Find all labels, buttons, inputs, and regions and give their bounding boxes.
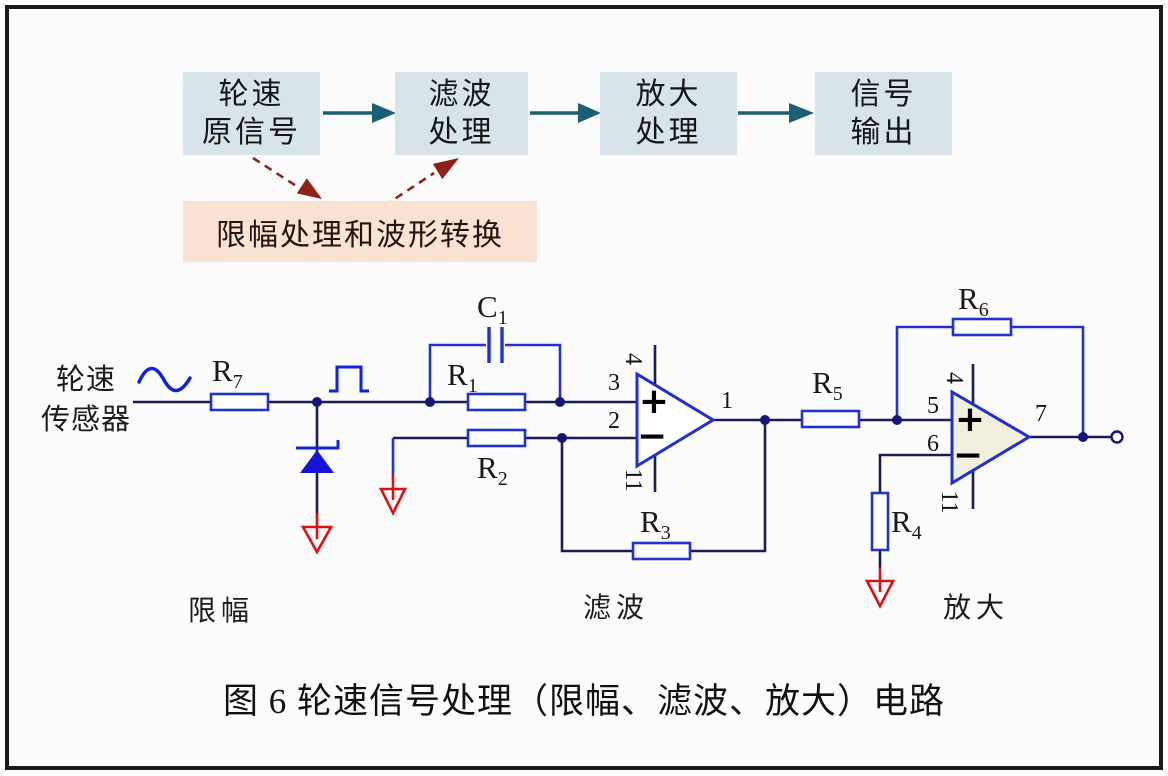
section-label-filter: 滤波: [583, 593, 650, 624]
dashed-arrow-line: [252, 156, 302, 191]
flow-box-line: 信号: [850, 77, 917, 111]
pulse-wave-icon: [329, 365, 369, 393]
zener-diode: [296, 440, 340, 473]
zener-anode-triangle: [300, 450, 334, 473]
flow-box-line: 处理: [428, 115, 495, 149]
resistor-r3: [631, 541, 692, 561]
junction-nodes: [312, 397, 1088, 443]
opamp2-triangle: [950, 389, 1032, 486]
output-terminal: [1110, 430, 1124, 444]
zener-cathode-bar: [296, 440, 340, 450]
capacitor-c1: [487, 327, 504, 363]
resistor-r2: [466, 428, 527, 448]
node-dot: [1078, 432, 1088, 442]
flow-box-output: 信号 输出: [815, 72, 952, 155]
flow-arrow-head: [578, 103, 601, 123]
note-box-label: 限幅处理和波形转换: [216, 218, 504, 252]
flow-box-amplify: 放大 处理: [600, 72, 737, 155]
flow-box-line: 输出: [850, 115, 917, 149]
node-dot: [892, 415, 902, 425]
opamp2-pin-plus-label: 5: [927, 393, 939, 419]
figure-caption: 图 6 轮速信号处理（限幅、滤波、放大）电路: [222, 682, 945, 721]
pin6-wire: [878, 453, 952, 494]
flow-arrow-head: [372, 103, 396, 123]
resistors: [209, 317, 1013, 561]
sensor-label-line: 轮速: [55, 364, 116, 396]
section-label-amplify: 放大: [943, 593, 1010, 624]
sine-wave-icon: [137, 366, 192, 393]
flow-box-line: 原信号: [202, 115, 301, 149]
opamp1-triangle: [635, 371, 716, 469]
node-dot: [312, 397, 322, 407]
opamp2-minus-sign: −: [952, 435, 984, 476]
resistor-r6: [951, 317, 1013, 337]
opamp1-pin-plus-label: 3: [608, 370, 620, 396]
label-r7: R7: [212, 353, 243, 394]
c1-loop-wire: [428, 343, 562, 402]
opamp2-pin-minus-label: 6: [927, 431, 939, 457]
note-box-limit-waveform: 限幅处理和波形转换: [183, 201, 537, 262]
label-r2: R2: [477, 450, 508, 491]
node-dot: [555, 397, 565, 407]
section-label-limit: 限幅: [188, 596, 255, 627]
dashed-arrow-head: [296, 178, 322, 199]
dashed-arrows: [252, 156, 459, 208]
opamp2-pin-bottom-label: 11: [936, 490, 962, 514]
label-r6: R6: [958, 281, 989, 322]
resistor-r7: [209, 392, 270, 412]
flow-box-filter: 滤波 处理: [395, 72, 528, 155]
flow-box-line: 轮速: [218, 77, 285, 111]
opamp1-pin-minus-label: 2: [608, 408, 620, 434]
resistor-r1: [466, 392, 527, 412]
flow-box-line: 处理: [635, 115, 702, 149]
opamp1-plus-sign: +: [638, 381, 670, 422]
sensor-label-line: 传感器: [40, 404, 131, 436]
sensor-label: 轮速 传感器: [34, 360, 138, 440]
resistor-r5: [800, 409, 861, 429]
flow-arrows: [323, 103, 814, 123]
flow-arrow-head: [789, 103, 814, 123]
opamp2-plus-sign: +: [954, 399, 986, 440]
opamp1-pin-out-label: 1: [721, 388, 733, 414]
dashed-arrow-head: [432, 158, 459, 180]
opamp2-pin-out-label: 7: [1035, 401, 1047, 427]
label-c1: C1: [477, 289, 508, 330]
opamp1-minus-sign: −: [636, 416, 668, 457]
opamp2-pin-top-label: 4: [941, 372, 967, 384]
opamp1-pin-top-label: 4: [620, 353, 646, 365]
dashed-arrow-line: [383, 171, 435, 208]
flow-box-line: 滤波: [428, 77, 495, 111]
node-dot: [425, 397, 435, 407]
label-r1: R1: [447, 357, 478, 398]
label-r4: R4: [891, 504, 922, 545]
resistor-r4: [870, 491, 890, 552]
flow-box-line: 放大: [635, 77, 702, 111]
flow-box-raw-signal: 轮速 原信号: [183, 72, 320, 155]
opamp1-pin-bottom-label: 11: [620, 468, 646, 492]
node-dot: [760, 415, 770, 425]
label-r5: R5: [812, 365, 843, 406]
node-dot: [557, 433, 567, 443]
label-r3: R3: [640, 504, 671, 545]
ground-symbols: [300, 476, 896, 609]
